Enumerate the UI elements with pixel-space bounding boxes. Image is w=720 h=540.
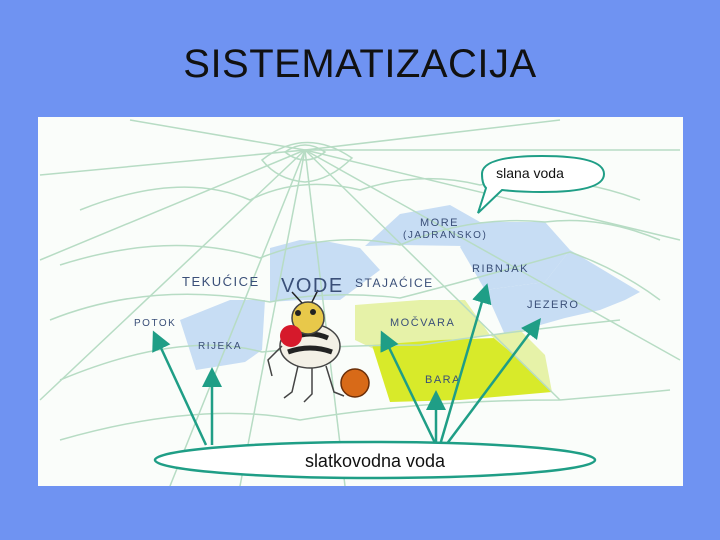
- label-more: MORE: [420, 217, 459, 229]
- label-tekucice: TEKUĆICE: [182, 274, 260, 289]
- sector-ribnjak: [460, 222, 570, 290]
- arrow-to-ribnjak: [438, 283, 492, 446]
- label-jadransko: (JADRANSKO): [403, 230, 487, 241]
- fresh-water-callout: slatkovodna voda: [153, 440, 597, 480]
- sector-vode: [270, 240, 380, 302]
- sector-more: [365, 205, 480, 246]
- sector-jezero: [485, 250, 640, 335]
- web-radials: [39, 119, 681, 486]
- arrow-to-potok: [152, 330, 208, 446]
- label-potok: POTOK: [134, 318, 176, 329]
- label-vode: VODE: [281, 275, 344, 297]
- label-bara: BARA: [425, 374, 461, 386]
- sector-rijeka: [180, 300, 265, 370]
- web-labels: TEKUĆICE VODE STAJAĆICE MORE (JADRANSKO)…: [134, 217, 579, 386]
- label-jezero: JEZERO: [527, 299, 579, 311]
- water-web-illustration: TEKUĆICE VODE STAJAĆICE MORE (JADRANSKO)…: [38, 117, 683, 486]
- wasp-character: [267, 289, 370, 403]
- label-ribnjak: RIBNJAK: [472, 263, 529, 275]
- label-stajacice: STAJAĆICE: [355, 275, 434, 290]
- callout-arrows: [152, 283, 541, 446]
- slide-title: SISTEMATIZACIJA: [183, 42, 537, 86]
- label-rijeka: RIJEKA: [198, 341, 242, 352]
- salt-water-callout: slana voda: [477, 154, 606, 214]
- arrow-to-jezero: [444, 317, 541, 446]
- salt-water-label: slana voda: [496, 165, 564, 181]
- arrow-to-mocvara: [380, 330, 438, 446]
- label-mocvara: MOČVARA: [390, 316, 455, 329]
- fresh-water-label: slatkovodna voda: [305, 451, 446, 471]
